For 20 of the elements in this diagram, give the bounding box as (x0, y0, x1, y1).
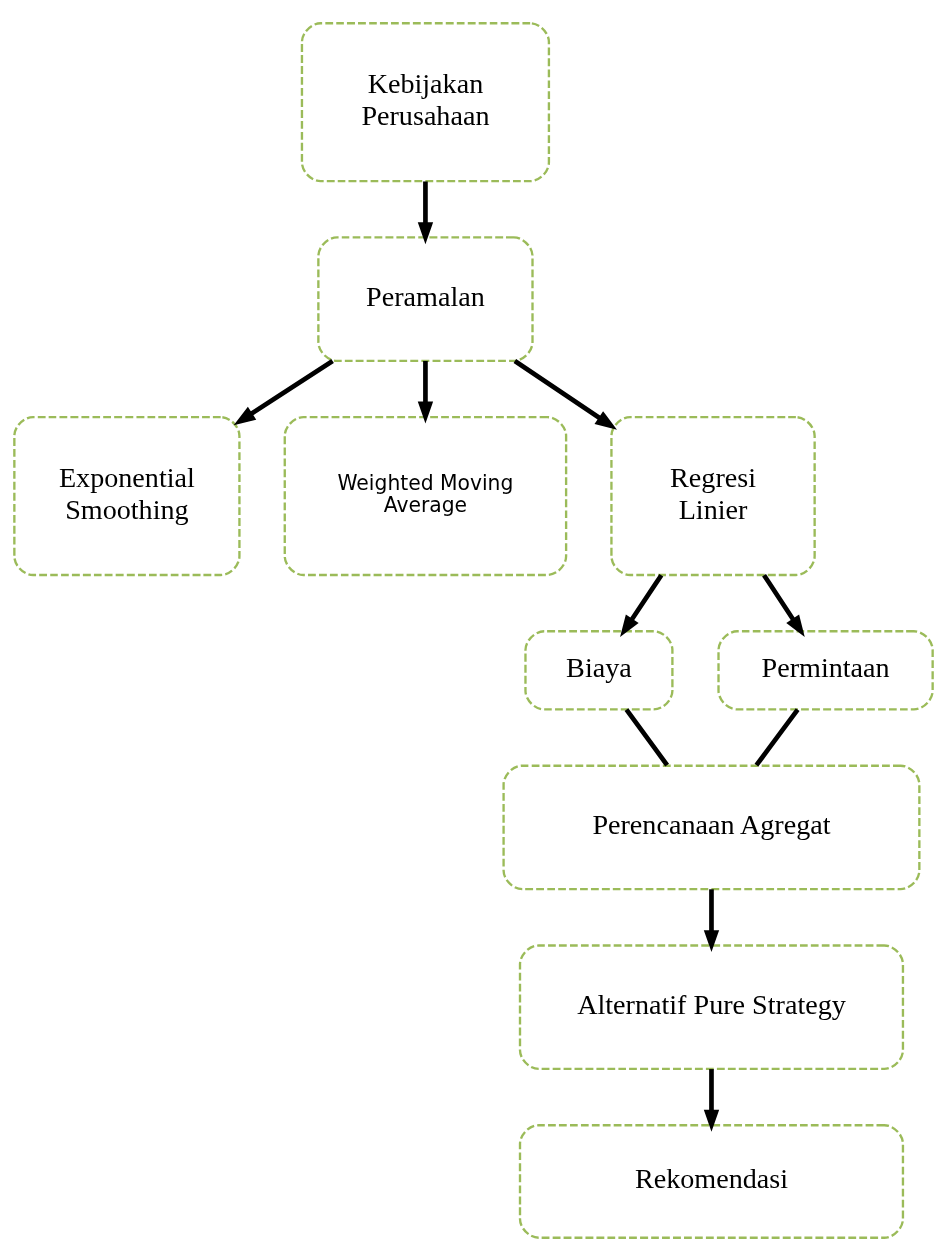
node-box: Kebijakan Perusahaan (300, 21, 551, 182)
arrow (703, 888, 720, 952)
connector (624, 707, 670, 767)
arrow (703, 1068, 720, 1132)
arrow (620, 573, 664, 637)
node-box: Exponential Smoothing (13, 415, 241, 576)
connector (754, 707, 800, 767)
node-box: Rekomendasi (518, 1123, 905, 1239)
node-box: Perencanaan Agregat (502, 764, 921, 890)
arrow (762, 573, 805, 637)
arrow (513, 358, 617, 430)
node-box: Biaya (524, 629, 674, 711)
node-box: Regresi Linier (610, 415, 816, 576)
arrow (233, 358, 334, 425)
node-box: Weighted Moving Average (283, 415, 568, 576)
arrow (417, 180, 434, 244)
arrow (417, 360, 434, 424)
node-box: Permintaan (717, 629, 934, 711)
node-box: Peramalan (317, 235, 534, 362)
node-box: Alternatif Pure Strategy (518, 943, 905, 1070)
